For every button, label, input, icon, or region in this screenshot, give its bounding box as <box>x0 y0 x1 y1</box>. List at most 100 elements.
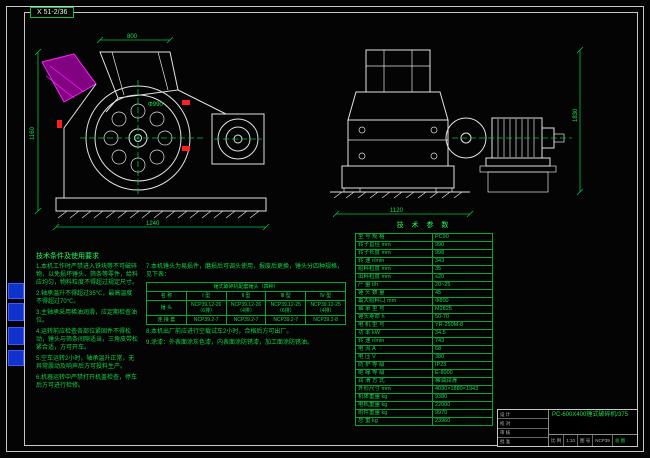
note-item: 4.运转前应检查各部位紧固件不得松动，锤头与筛条间隙适当，三角皮带松紧合适，方可… <box>36 329 139 351</box>
revision-block <box>8 283 24 299</box>
model-cell: NCP39.12-26（6排） <box>185 300 227 316</box>
note-item: 2.轴承温升不得超过35℃，最高温度不得超过70℃。 <box>36 291 133 305</box>
spec-label: 转子直径 mm <box>355 241 433 250</box>
spec-value: 23960 <box>432 417 493 426</box>
title-block-roles: 设 计 校 对 审 核 批 准 <box>498 410 549 446</box>
spec-label: 功 率 kW <box>355 329 433 338</box>
dimension-label: 1160 <box>30 126 36 140</box>
dimension-label: 1120 <box>390 208 404 214</box>
scale-label: 比 例 <box>549 435 565 446</box>
bearing-housing <box>211 113 265 165</box>
drawing-title: PC-600X400锤式破碎机/375 <box>552 412 629 418</box>
spec-value: 稀油润滑 <box>432 377 493 386</box>
spec-label: 转子长度 mm <box>355 249 433 258</box>
note-item: 1.本机工作时严禁进入铁块等不可破碎物，以免损坏锤头、筛条等零件，给料应均匀，物… <box>36 264 139 286</box>
spec-value: 50-70 <box>432 313 493 322</box>
note-item: 9.涂漆：外表面涂灰色漆，内表面涂防锈漆，加工面涂防锈油。 <box>146 340 314 346</box>
title-block-footer: 比 例 1:10 图 号 NCP39 总 图 <box>549 434 637 446</box>
role-label: 审 核 <box>498 429 548 438</box>
ground-hatching <box>333 191 463 199</box>
front-view: 1160 1240 800 Φ990 <box>30 34 270 231</box>
spec-label: 转 速 r/min <box>355 257 433 266</box>
notes-column-right: 7.本机锤头为易损件，磨损后可调头使用，报废后更换，锤头分四种规格，见下表： 锤… <box>146 263 346 393</box>
note-item: 5.空车运转2小时，轴承温升正常，无异常震动及响声后方可投料生产。 <box>36 356 135 370</box>
spec-label: 出料粒度 mm <box>355 273 433 282</box>
role-label: 校 对 <box>498 419 548 429</box>
spec-label: 电 压 V <box>355 353 433 362</box>
pulley <box>445 117 487 159</box>
spec-label: 绝 缘 等 级 <box>355 369 433 378</box>
section-marker <box>182 100 190 105</box>
sheet-type: 总 图 <box>614 437 626 443</box>
sheet-inner-border <box>24 12 638 446</box>
spec-value: ≤20 <box>432 273 493 282</box>
spec-value: 743 <box>432 337 493 346</box>
spec-value: YR-250M-8 <box>432 321 493 330</box>
spec-label: 锤 头 数 量 <box>355 289 433 298</box>
model-col-header: Ⅳ 型 <box>305 291 346 301</box>
spec-value: 4090×1880×1943 <box>432 385 493 394</box>
model-cell: NCP39.2-7 <box>265 315 307 325</box>
spec-value: 68 <box>432 345 493 354</box>
side-view: 1120 1830 <box>330 46 584 218</box>
note-item: 3.主轴承采用稀油润滑，应定期检查油位。 <box>36 310 138 324</box>
upper-body <box>347 91 449 121</box>
spec-table-title: 技 术 参 数 <box>396 222 452 229</box>
spec-label: 产 量 t/h <box>355 281 433 290</box>
spec-value: 9380 <box>432 393 493 402</box>
housing-left-wall <box>63 83 97 198</box>
spec-label: 润 滑 方 式 <box>355 377 433 386</box>
spec-value: PC90 <box>432 233 493 242</box>
spec-value: 9970 <box>432 409 493 418</box>
role-label: 批 准 <box>500 439 511 445</box>
technical-notes: 技术条件及使用要求 1.本机工作时严禁进入铁块等不可破碎物，以免损坏锤头、筛条等… <box>36 253 348 393</box>
model-cell: NCP39.2-7 <box>185 315 227 325</box>
model-cell: 锤 头 <box>146 300 187 316</box>
spec-value: E-8000 <box>432 369 493 378</box>
spec-value: M2825 <box>432 305 493 314</box>
model-table-row: 锤 头 NCP39.12-26（6排） NCP39.12-26（4排） NCP3… <box>146 300 346 316</box>
dimension-label: 800 <box>127 34 138 40</box>
section-marker <box>182 146 190 151</box>
spec-label: 转 速 r/min <box>355 337 433 346</box>
spec-label: 型 号 规 格 <box>355 233 433 242</box>
section-marker <box>57 120 62 128</box>
spec-label: 电 流 A <box>355 345 433 354</box>
notes-column-left: 1.本机工作时严禁进入铁块等不可破碎物，以免损坏锤头、筛条等零件，给料应均匀，物… <box>36 263 138 393</box>
motor-base <box>485 157 551 167</box>
hopper-side <box>365 49 431 93</box>
model-cell: 连 接 套 <box>146 315 187 325</box>
model-col-header: Ⅲ 型 <box>265 291 307 301</box>
spec-row: 润 滑 方 式稀油润滑 <box>355 377 493 386</box>
drawing-no-value: NCP39 <box>593 435 613 446</box>
note-item: 7.本机锤头为易损件，磨损后可调头使用，报废后更换，锤头分四种规格，见下表： <box>146 264 344 278</box>
sheet-outer-border <box>6 6 644 452</box>
model-table-header-row: 名 称 Ⅰ 型 Ⅱ 型 Ⅲ 型 Ⅳ 型 <box>146 291 346 301</box>
model-table-row: 连 接 套 NCP39.2-7 NCP39.2-7 NCP39.2-7 NCP3… <box>146 315 346 325</box>
ground-hatching <box>57 210 260 219</box>
revision-block <box>8 350 24 366</box>
model-col-header: Ⅰ 型 <box>185 291 227 301</box>
model-cell: NCP39.12-25（4排） <box>305 300 346 316</box>
note-item: 6.机器运转中严禁打开机盖检查，停车后方可进行检修。 <box>36 375 138 389</box>
drawing-no-label: 图 号 <box>578 435 594 446</box>
spec-label: 电机重量 kg <box>355 401 433 410</box>
spec-value: 35 <box>432 265 493 274</box>
lower-frame <box>341 165 455 189</box>
spec-label: 给料粒度 mm <box>355 265 433 274</box>
spec-label: 电 机 型 号 <box>355 321 433 330</box>
